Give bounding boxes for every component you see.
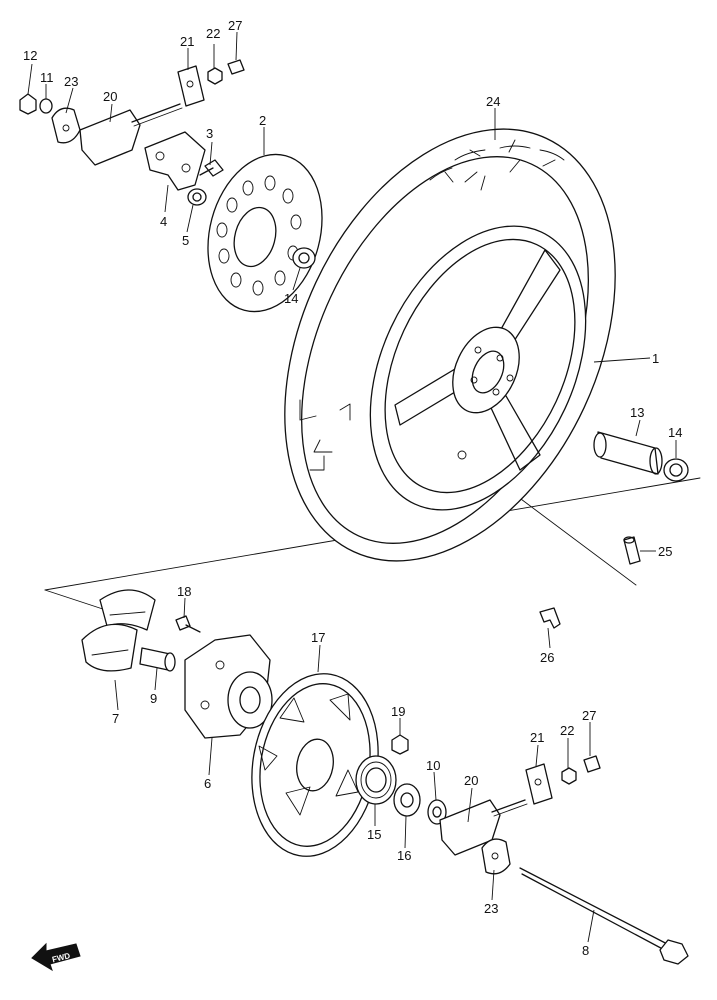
- part-number-labels: 1 2 3 4 5 6 7 8 9 10 11 12 13 14 14 15 1…: [23, 18, 682, 958]
- part-number-2: 2: [259, 113, 266, 128]
- cap-bottom-27b: [583, 755, 601, 773]
- forward-label: FWD: [51, 951, 71, 964]
- part-number-16: 16: [397, 848, 411, 863]
- washer-left: [39, 98, 53, 114]
- part-number-12: 12: [23, 48, 37, 63]
- part-number-18: 18: [177, 584, 191, 599]
- brake-disc: [207, 153, 323, 313]
- part-number-5: 5: [182, 233, 189, 248]
- part-number-20-bottom: 20: [464, 773, 478, 788]
- part-number-23-bottom: 23: [484, 901, 498, 916]
- adjuster-bracket-top: [177, 65, 205, 107]
- rear-wheel-rim: [369, 225, 587, 511]
- leader-lines: [27, 31, 677, 943]
- hub-spacer: [427, 799, 447, 825]
- adjuster-bracket-bottom: [525, 763, 553, 805]
- part-number-22-top: 22: [206, 26, 220, 41]
- adjuster-plate-right: [481, 838, 511, 875]
- rear-axle: [519, 867, 689, 965]
- balance-clip: [539, 607, 561, 629]
- part-number-14-left: 14: [284, 291, 298, 306]
- bracket-bolt: [199, 159, 224, 177]
- nut-bottom-22b: [561, 767, 577, 785]
- part-number-25: 25: [658, 544, 672, 559]
- part-number-15: 15: [367, 827, 381, 842]
- part-number-6: 6: [204, 776, 211, 791]
- spacer-left: [292, 247, 316, 269]
- part-number-22-bottom: 22: [560, 723, 574, 738]
- part-number-1: 1: [652, 351, 659, 366]
- chain-adjuster-left: [79, 103, 183, 166]
- part-number-27-bottom: 27: [582, 708, 596, 723]
- part-number-3: 3: [206, 126, 213, 141]
- spacer-right: [663, 458, 689, 482]
- part-number-4: 4: [160, 214, 167, 229]
- valve-stem: [623, 536, 641, 565]
- part-number-7: 7: [112, 711, 119, 726]
- part-number-17: 17: [311, 630, 325, 645]
- caliper-bracket: [144, 131, 206, 191]
- oil-seal: [393, 783, 421, 817]
- bracket-spacer: [187, 188, 207, 206]
- part-number-14-right: 14: [668, 425, 682, 440]
- hub-shaft: [139, 647, 176, 672]
- nut-left-a: [19, 93, 37, 115]
- part-number-26: 26: [540, 650, 554, 665]
- part-number-20-top: 20: [103, 89, 117, 104]
- hub-bolt: [175, 615, 201, 633]
- part-number-10: 10: [426, 758, 440, 773]
- cap-top-27a: [227, 59, 245, 75]
- part-number-9: 9: [150, 691, 157, 706]
- sprocket-hub: [184, 634, 273, 739]
- part-number-23-top: 23: [64, 74, 78, 89]
- part-number-27-top: 27: [228, 18, 242, 33]
- forward-arrow-icon: FWD: [31, 942, 81, 972]
- nut-top-22a: [207, 67, 223, 85]
- part-number-19: 19: [391, 704, 405, 719]
- part-number-11: 11: [40, 70, 54, 85]
- part-number-21-bottom: 21: [530, 730, 544, 745]
- sprocket-nut: [391, 734, 409, 755]
- part-number-8: 8: [582, 943, 589, 958]
- adjuster-plate-left: [51, 107, 81, 144]
- part-number-13: 13: [630, 405, 644, 420]
- cush-damper: [81, 589, 156, 672]
- axle-sleeve: [593, 431, 663, 475]
- part-number-21-top: 21: [180, 34, 194, 49]
- bearing: [355, 755, 397, 805]
- part-number-24: 24: [486, 94, 500, 109]
